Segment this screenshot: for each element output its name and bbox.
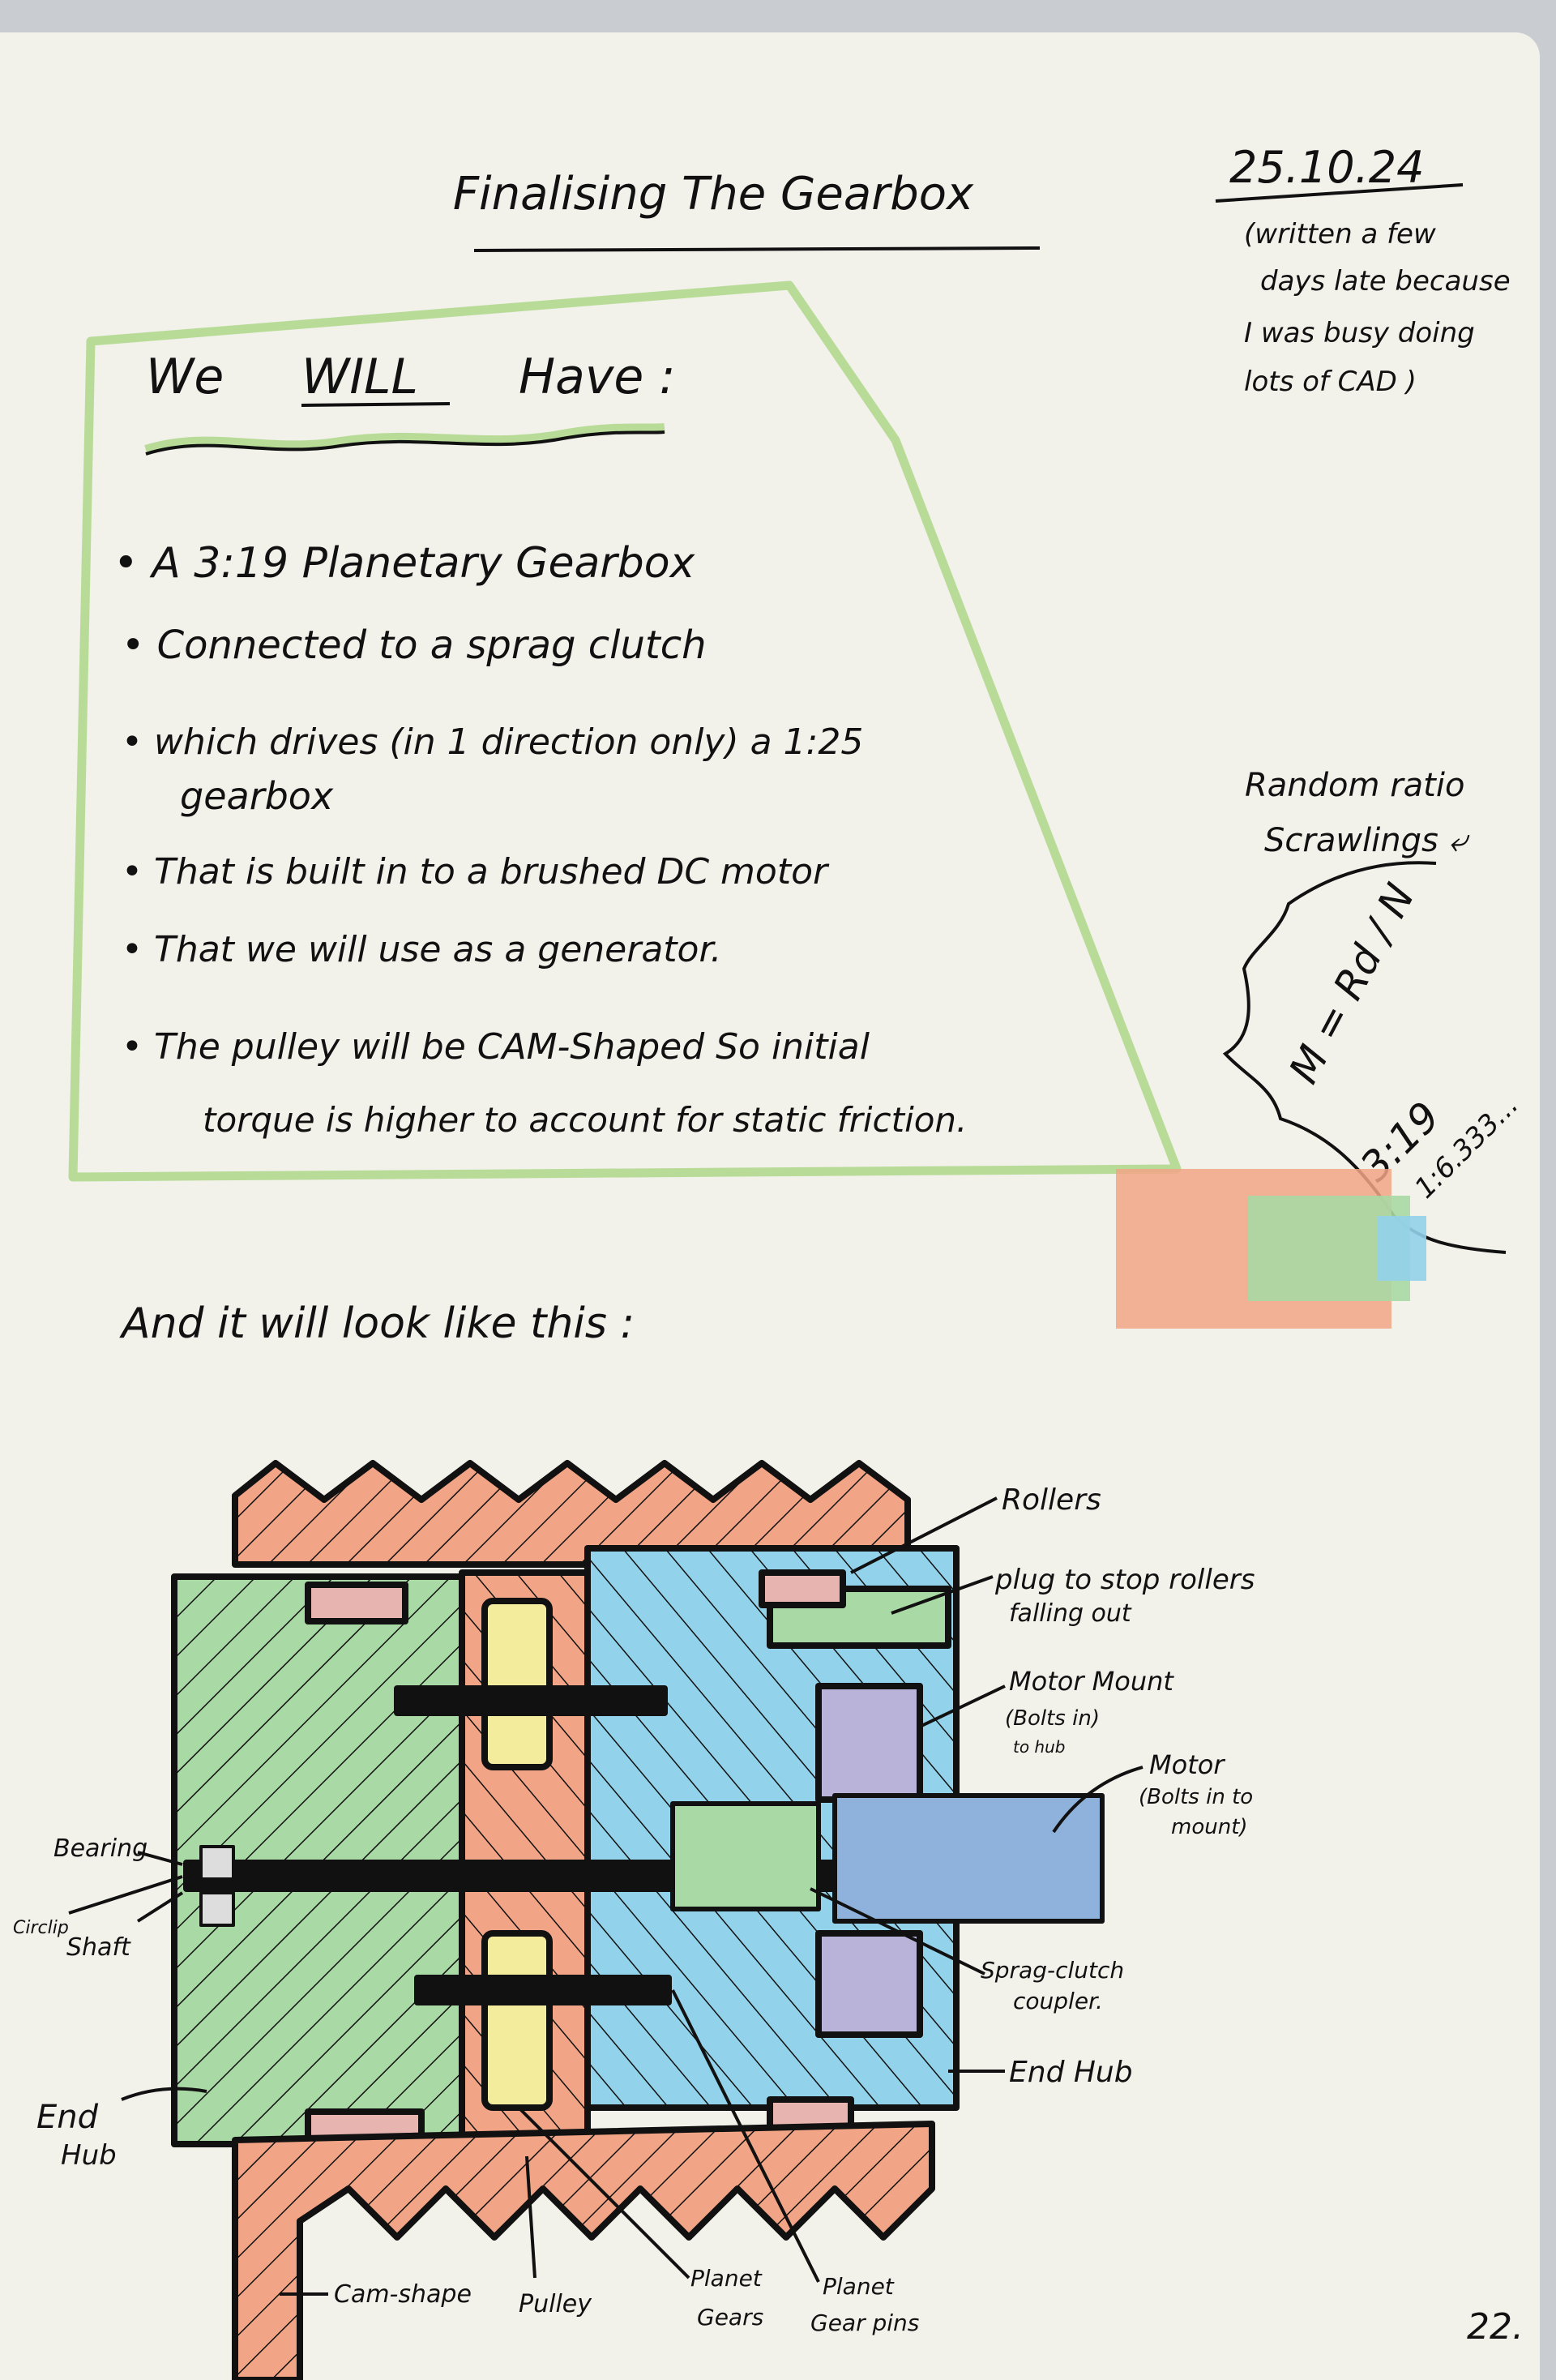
diagram-intro: And it will look like this :: [119, 1299, 635, 1348]
svg-text:Gear pins: Gear pins: [810, 2309, 919, 2336]
highlighter-box: [68, 280, 1182, 1182]
svg-text:falling out: falling out: [1009, 1599, 1132, 1628]
label-motor: Motor: [1149, 1749, 1225, 1780]
svg-text:Hub: Hub: [61, 2139, 117, 2172]
list-item: gearbox: [180, 774, 334, 818]
planet-gear-bottom: [481, 1930, 553, 2111]
svg-text:I was busy doing: I was busy doing: [1244, 317, 1475, 349]
svg-text:to hub: to hub: [1013, 1737, 1065, 1757]
will-have-heading: We WILL Have :: [144, 349, 676, 456]
label-circlip: Circlip: [13, 1918, 69, 1938]
bearing-bottom: [199, 1891, 235, 1927]
will-have-list: • A 3:19 Planetary Gearbox • Connected t…: [113, 539, 967, 1140]
label-motor-mount: Motor Mount: [1009, 1666, 1174, 1697]
planet-gear-top: [481, 1598, 553, 1770]
roller-top-right: [759, 1569, 846, 1608]
motor-mount-top: [815, 1683, 923, 1803]
motor: [832, 1793, 1105, 1924]
label-cam-shape: Cam-shape: [334, 2280, 472, 2309]
svg-text:Gears: Gears: [697, 2304, 763, 2331]
rollers-band: [232, 1460, 911, 1568]
label-end-hub-right: End Hub: [1009, 2056, 1133, 2089]
roller-top-left: [305, 1582, 408, 1624]
svg-text:Scrawlings ⤶: Scrawlings ⤶: [1264, 822, 1470, 859]
marker-swatch: [1116, 1169, 1426, 1329]
label-pulley: Pulley: [519, 2290, 592, 2318]
planet-pin-bottom: [414, 1975, 672, 2005]
svg-text:(written a few: (written a few: [1244, 218, 1436, 250]
list-item: torque is higher to account for static f…: [203, 1100, 967, 1140]
label-sprag-coupler: Sprag-clutch: [981, 1957, 1124, 1984]
label-shaft: Shaft: [66, 1933, 131, 1962]
page-number: 22.: [1467, 2306, 1524, 2348]
svg-text:(Bolts in): (Bolts in): [1005, 1706, 1100, 1731]
motor-mount-bottom: [815, 1930, 923, 2038]
svg-text:Random ratio: Random ratio: [1245, 767, 1464, 804]
leader-lines: [68, 1496, 1143, 2296]
title-underline: [473, 246, 1041, 252]
sprag-clutch-coupler: [670, 1801, 821, 1911]
svg-text:(Bolts in to: (Bolts in to: [1139, 1785, 1253, 1809]
list-item: • That is built in to a brushed DC motor: [122, 851, 830, 892]
date-underline: [1215, 183, 1464, 203]
svg-text:days late because: days late because: [1260, 265, 1511, 298]
list-item: • A 3:19 Planetary Gearbox: [113, 539, 696, 588]
svg-text:We: We: [146, 349, 224, 405]
svg-text:WILL: WILL: [301, 349, 418, 405]
date-note: (written a few days late because I was b…: [1244, 218, 1511, 398]
list-item: • which drives (in 1 direction only) a 1…: [122, 721, 863, 763]
diagram-labels: Rollers plug to stop rollers falling out…: [13, 1483, 1255, 2336]
cam-pulley-band: [232, 2121, 935, 2380]
page-title: Finalising The Gearbox: [453, 168, 974, 220]
formula: M = Rd / N: [1280, 876, 1424, 1091]
bearing-top: [199, 1845, 235, 1881]
label-rollers: Rollers: [1002, 1483, 1101, 1517]
svg-text:mount): mount): [1171, 1815, 1248, 1839]
svg-text:coupler.: coupler.: [1013, 1988, 1103, 2014]
svg-text:lots of CAD ): lots of CAD ): [1244, 366, 1417, 398]
planet-pin-top: [394, 1685, 668, 1716]
list-item: • Connected to a sprag clutch: [122, 623, 707, 668]
label-end-hub-left: End: [36, 2099, 99, 2136]
label-planet-gear-pins: Planet: [823, 2273, 895, 2300]
label-plug: plug to stop rollers: [994, 1564, 1255, 1596]
gearbox-diagram: [68, 1460, 1143, 2380]
label-planet-gears: Planet: [690, 2265, 763, 2292]
svg-text:Have :: Have :: [519, 349, 676, 405]
date: 25.10.24: [1229, 142, 1424, 193]
list-item: • The pulley will be CAM-Shaped So initi…: [122, 1026, 870, 1068]
label-bearing: Bearing: [53, 1834, 147, 1863]
list-item: • That we will use as a generator.: [122, 929, 722, 970]
